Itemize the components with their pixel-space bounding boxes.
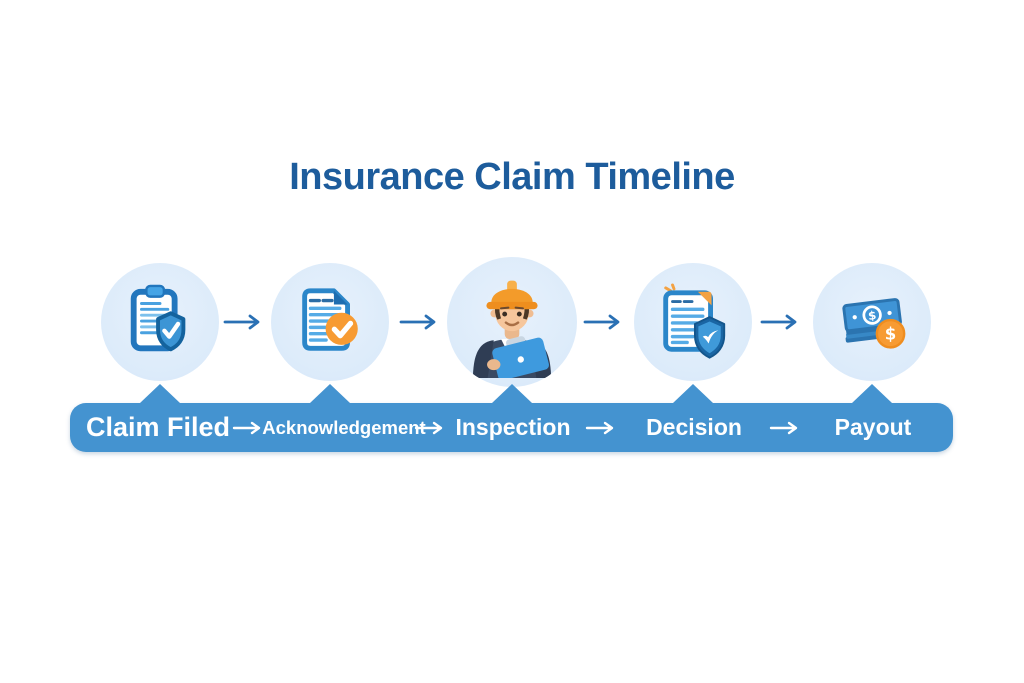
- step-label-decision: Decision: [646, 414, 742, 440]
- step-label-claim-filed: Claim Filed: [85, 412, 231, 442]
- arrow-right-icon: [760, 314, 797, 330]
- banner-notch: [852, 384, 892, 403]
- inspector-person-icon: [473, 280, 551, 378]
- banner-notch: [310, 384, 350, 403]
- step-circle-acknowledgement: [271, 263, 389, 381]
- step-circle-inspection: [447, 257, 577, 387]
- arrow-right-icon: [583, 314, 620, 330]
- step-circle-payout: $ $: [813, 263, 931, 381]
- step-circle-decision: [634, 263, 752, 381]
- arrow-right-icon: [585, 421, 614, 435]
- banner-notch: [492, 384, 532, 403]
- step-label-payout: Payout: [834, 414, 912, 440]
- bill-dollar-glyph: $: [867, 308, 877, 323]
- arrow-right-icon: [769, 421, 798, 435]
- money-stack-coin-icon: $ $: [842, 298, 906, 349]
- document-check-icon: [302, 288, 358, 351]
- timeline-banner: [70, 403, 953, 452]
- clipboard-shield-check-icon: [130, 284, 186, 352]
- arrow-right-icon: [399, 314, 436, 330]
- arrow-right-icon: [232, 421, 261, 435]
- arrow-right-icon: [223, 314, 260, 330]
- step-circle-claim-filed: [101, 263, 219, 381]
- page-title: Insurance Claim Timeline: [289, 156, 735, 198]
- step-label-inspection: Inspection: [455, 414, 571, 440]
- banner-notch: [673, 384, 713, 403]
- banner-notch: [140, 384, 180, 403]
- step-label-acknowledgement: Acknowledgement: [262, 417, 426, 438]
- arrow-right-icon: [414, 421, 443, 435]
- document-shield-icon: [663, 283, 726, 359]
- coin-dollar-glyph: $: [885, 325, 897, 344]
